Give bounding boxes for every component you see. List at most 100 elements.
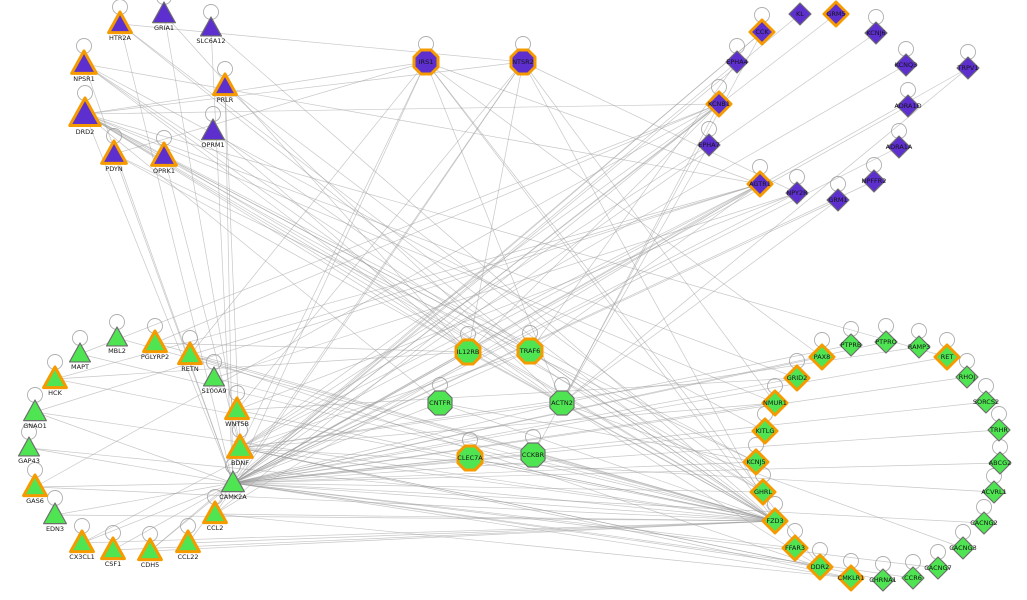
node-GT10-BDNF[interactable] bbox=[226, 433, 254, 459]
node-GD19-CACNG3[interactable] bbox=[951, 536, 975, 560]
node-GD23-CHRNA1[interactable] bbox=[871, 568, 895, 592]
node-PT2-GRIA1[interactable] bbox=[152, 1, 176, 24]
node-GO6-CCKBR[interactable] bbox=[520, 442, 546, 468]
node-GD20-DDR2[interactable] bbox=[806, 553, 834, 581]
node-PT8-PDYN[interactable] bbox=[100, 139, 128, 165]
node-PT6-DRD2[interactable] bbox=[68, 96, 102, 128]
node-PT9-OPRK1[interactable] bbox=[150, 141, 178, 167]
node-GD13-ABCG2[interactable] bbox=[988, 451, 1012, 475]
node-GT4-RETN[interactable] bbox=[177, 341, 203, 366]
edge-GT12-GD9 bbox=[232, 401, 987, 484]
node-PD15-NPFFR2[interactable] bbox=[862, 169, 886, 193]
node-GD21-CACNG7[interactable] bbox=[926, 556, 950, 580]
edge-GO3-GD12 bbox=[439, 402, 757, 463]
node-PD14-GRM1[interactable] bbox=[826, 188, 850, 212]
edge-PO2-GT8 bbox=[236, 61, 524, 411]
edge-PT6-GO1 bbox=[84, 113, 469, 353]
node-PD1-CCK[interactable] bbox=[748, 18, 776, 46]
node-GD2-PTPRO[interactable] bbox=[874, 330, 898, 354]
node-GD11-TRHR[interactable] bbox=[987, 418, 1011, 442]
node-GD24-CCR6[interactable] bbox=[901, 566, 925, 590]
node-GT5-HCK[interactable] bbox=[42, 365, 68, 390]
node-PD6-KCNQ3[interactable] bbox=[894, 53, 918, 77]
edge-PT1-PO2 bbox=[119, 23, 524, 63]
node-PT3-SLC6A12[interactable] bbox=[199, 16, 223, 37]
edge-GT8-PD13 bbox=[236, 192, 798, 411]
node-label-GT5: HCK bbox=[48, 389, 62, 397]
node-label-GT7: GNAO1 bbox=[23, 422, 46, 430]
node-GT14-CCL2[interactable] bbox=[202, 500, 228, 525]
node-GO2-TRAF6[interactable] bbox=[516, 337, 544, 365]
node-PO1-IRS1[interactable] bbox=[412, 48, 440, 76]
edge-GT12-GD14 bbox=[232, 482, 764, 493]
node-GT3-MAPT[interactable] bbox=[68, 342, 92, 363]
node-PD11-ADRA1A[interactable] bbox=[887, 135, 911, 159]
node-GO5-CLEC7A[interactable] bbox=[456, 444, 484, 472]
node-GT13-EDN3[interactable] bbox=[42, 502, 68, 525]
node-GD14-GHRL[interactable] bbox=[749, 478, 777, 506]
node-PD7-TRPV1[interactable] bbox=[956, 56, 980, 80]
node-PD2-KL[interactable] bbox=[788, 2, 812, 26]
node-GD18-FFAR3[interactable] bbox=[781, 534, 809, 562]
node-GT1-MBL2[interactable] bbox=[105, 326, 129, 347]
node-GT9-GAP43[interactable] bbox=[17, 436, 41, 457]
node-GD8-NMUR1[interactable] bbox=[761, 389, 789, 417]
node-PD5-EPHA4[interactable] bbox=[725, 50, 749, 74]
edge-PT4-GO1 bbox=[83, 63, 469, 353]
node-PD13-NPY2R[interactable] bbox=[785, 181, 809, 205]
node-GT12-CAMK2A[interactable] bbox=[221, 470, 245, 493]
node-GD5-RET[interactable] bbox=[933, 343, 961, 371]
node-PD4-KCNJ6[interactable] bbox=[864, 21, 888, 45]
node-PO2-NTSR2[interactable] bbox=[509, 48, 537, 76]
node-GD3-RAMP3[interactable] bbox=[907, 335, 931, 359]
node-PT5-PRLR[interactable] bbox=[212, 72, 238, 97]
node-GT8-WNT5B[interactable] bbox=[224, 396, 250, 421]
node-GD17-CACNG2[interactable] bbox=[972, 511, 996, 535]
edge-GT15-GT12 bbox=[81, 482, 234, 544]
edge-GT3-PD8 bbox=[79, 103, 720, 355]
node-GD10-KITLG[interactable] bbox=[751, 417, 779, 445]
edge-GT1-GD16 bbox=[116, 337, 776, 522]
node-PD8-KCNB1[interactable] bbox=[705, 90, 733, 118]
node-GT18-CCL22[interactable] bbox=[175, 529, 201, 554]
edge-GT10-GD8 bbox=[239, 402, 776, 449]
edge-PT2-GO1 bbox=[163, 13, 469, 353]
node-label-GT11: GAS6 bbox=[26, 497, 44, 505]
edge-GT12-PD13 bbox=[232, 192, 798, 484]
node-GD7-RHOJ[interactable] bbox=[955, 365, 979, 389]
edge-GO2-GT10 bbox=[239, 350, 531, 449]
edge-GT12-GD13 bbox=[232, 462, 1001, 484]
node-label-PT1: HTR2A bbox=[109, 34, 132, 42]
node-GD4-PAX8[interactable] bbox=[808, 343, 836, 371]
node-GD15-ACVRL1[interactable] bbox=[982, 480, 1006, 504]
node-GT7-GNAO1[interactable] bbox=[23, 399, 48, 422]
node-GT2-PGLYRP2[interactable] bbox=[142, 329, 168, 354]
node-GD1-PTPRB[interactable] bbox=[839, 333, 863, 357]
node-GT15-CX3CL1[interactable] bbox=[69, 529, 95, 554]
node-PD10-EPHA7[interactable] bbox=[697, 133, 721, 157]
edge-GT13-GT12 bbox=[54, 482, 234, 516]
edge-PT6-GD6 bbox=[84, 113, 798, 379]
node-GT16-CSF1[interactable] bbox=[100, 536, 126, 561]
node-GD6-GRID2[interactable] bbox=[783, 364, 811, 392]
edge-GT12-GD12 bbox=[232, 461, 757, 484]
edge-GT10-GD3 bbox=[239, 346, 920, 449]
node-PD9-ADRA1D[interactable] bbox=[896, 94, 920, 118]
node-GT11-GAS6[interactable] bbox=[22, 473, 48, 498]
node-GD12-KCNJ5[interactable] bbox=[742, 448, 770, 476]
node-GO1-IL12RB[interactable] bbox=[454, 338, 482, 366]
node-GT17-CDH5[interactable] bbox=[137, 537, 163, 562]
node-GO4-ACTN2[interactable] bbox=[549, 390, 575, 416]
node-PD3-GRM5[interactable] bbox=[822, 0, 850, 28]
node-GD9-SORCS2[interactable] bbox=[974, 390, 998, 414]
node-GD22-CMKLR1[interactable] bbox=[837, 564, 865, 592]
node-PT7-OPRM1[interactable] bbox=[201, 118, 225, 141]
edge-PO2-GO1 bbox=[467, 61, 524, 353]
node-PT4-NPSR1[interactable] bbox=[70, 49, 98, 75]
node-PT1-HTR2A[interactable] bbox=[107, 10, 133, 35]
node-GT6-S100A9[interactable] bbox=[202, 366, 226, 387]
edge-PT4-GD10 bbox=[83, 63, 766, 432]
node-GO3-CNTFR[interactable] bbox=[427, 390, 453, 416]
node-GD16-FZD3[interactable] bbox=[761, 507, 789, 535]
node-PD12-AGTR1[interactable] bbox=[746, 170, 774, 198]
